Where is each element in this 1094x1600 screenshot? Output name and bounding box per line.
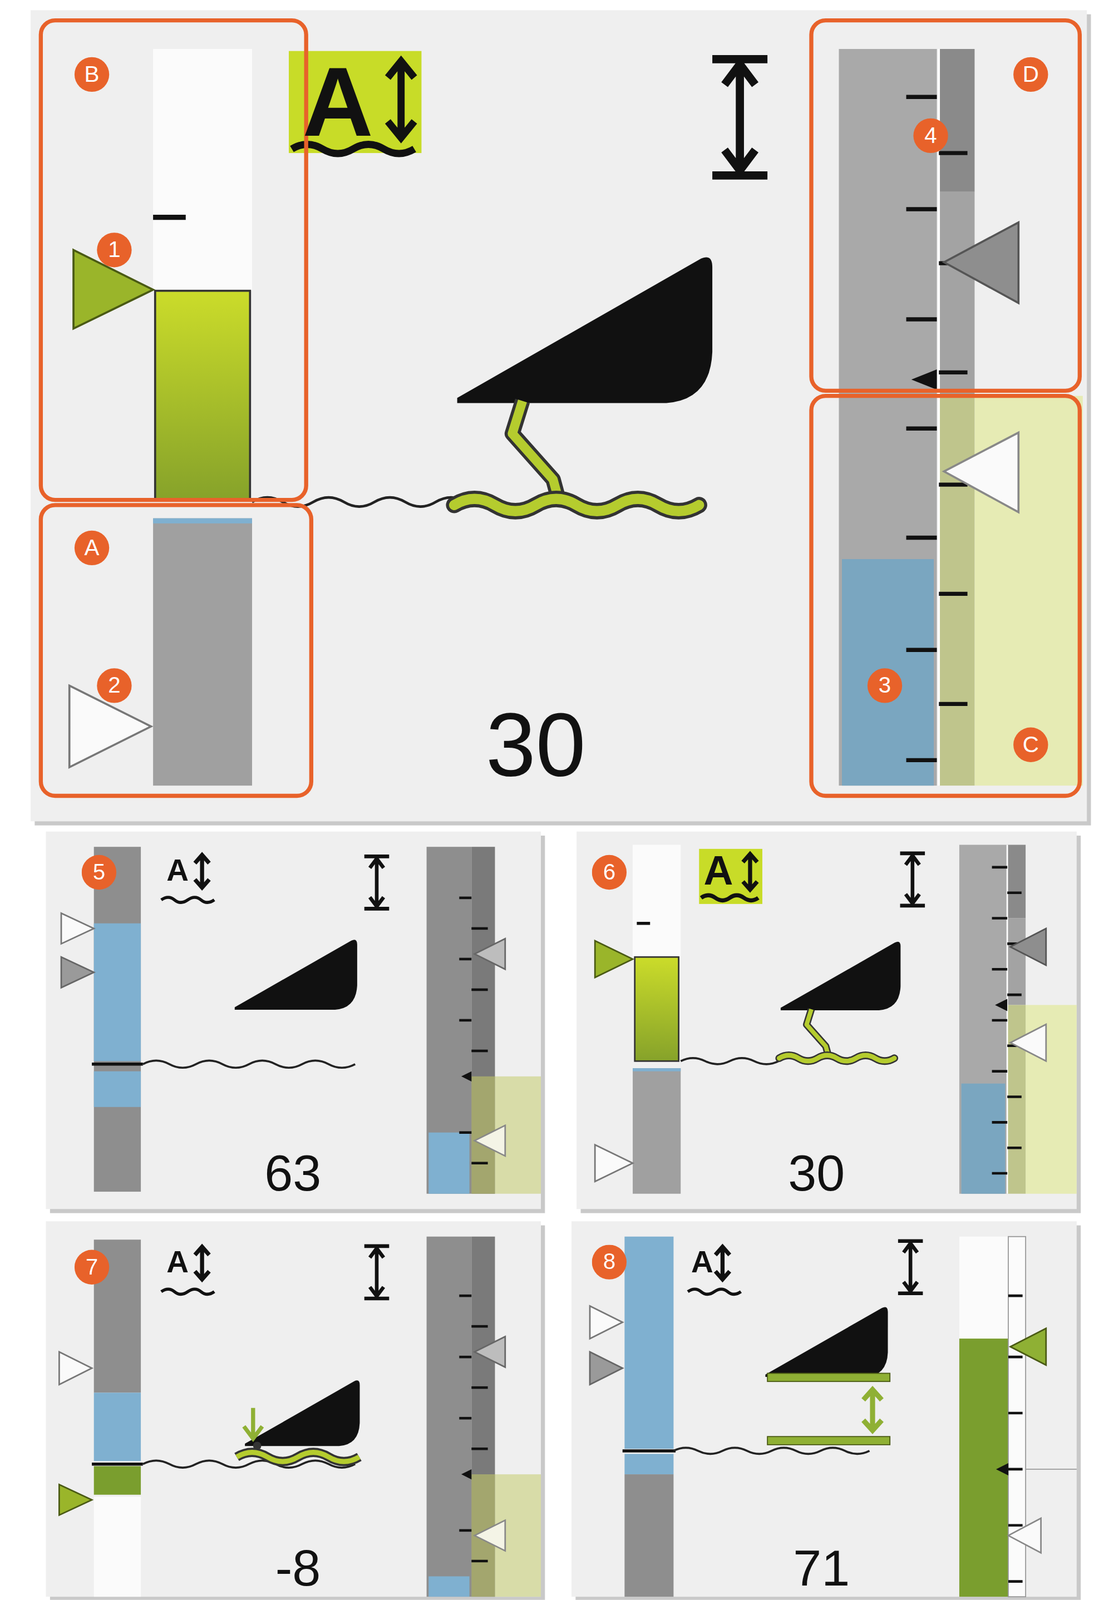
mode-icon-letter: A: [166, 855, 189, 886]
value-readout: 30: [485, 700, 586, 790]
mode-icon-letter: A: [703, 850, 734, 891]
callout-label: 7: [74, 1250, 110, 1285]
callout-label: 6: [592, 855, 627, 890]
callout-label: 4: [913, 118, 948, 154]
mode-icon-letter: A: [166, 1247, 189, 1278]
callout-label: C: [1013, 727, 1048, 763]
callout-label: 2: [96, 668, 132, 703]
callout-label: 3: [867, 668, 903, 703]
value-readout: -8: [275, 1543, 322, 1595]
value-readout: 63: [264, 1147, 322, 1200]
callout-label: A: [74, 530, 110, 566]
mode-icon-letter: A: [691, 1247, 714, 1278]
callout-label: B: [74, 57, 110, 92]
value-readout: 30: [787, 1147, 845, 1200]
callout-label: D: [1013, 57, 1048, 92]
callout-label: 8: [592, 1244, 627, 1280]
value-readout: 71: [792, 1543, 850, 1595]
mode-icon-letter: A: [302, 52, 373, 151]
callout-label: 5: [81, 855, 117, 890]
callout-label: 1: [96, 232, 132, 268]
